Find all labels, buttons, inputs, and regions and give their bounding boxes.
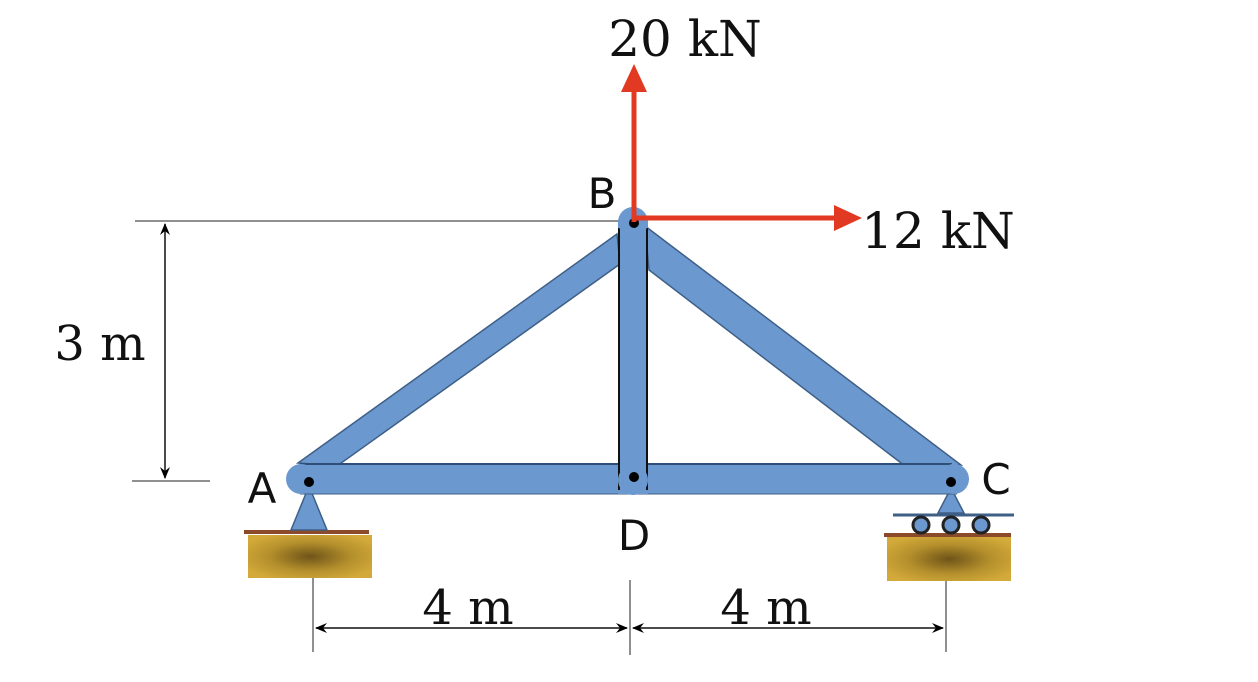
roller-1 xyxy=(911,515,931,535)
pin-c xyxy=(946,477,956,487)
ground-block-a xyxy=(248,535,372,578)
loads: 20 kN 12 kN xyxy=(608,10,1015,260)
node-label-b: B xyxy=(588,169,617,218)
node-labels: A B C D xyxy=(248,169,1011,560)
member-bc xyxy=(644,224,964,467)
node-label-a: A xyxy=(248,464,277,513)
roller-3 xyxy=(971,515,991,535)
pin-support-a xyxy=(244,484,372,578)
truss-members xyxy=(286,207,969,495)
node-label-c: C xyxy=(981,455,1010,504)
vertical-load-label: 20 kN xyxy=(608,10,762,68)
height-dimension: 3 m xyxy=(54,220,620,482)
vertical-load-arrow-head xyxy=(621,64,647,92)
height-label: 3 m xyxy=(54,316,145,372)
member-bd xyxy=(618,222,648,494)
node-label-d: D xyxy=(618,511,650,560)
roller-support-c xyxy=(884,486,1014,581)
horizontal-load-label: 12 kN xyxy=(861,202,1015,260)
ground-block-c xyxy=(887,537,1011,581)
member-ab xyxy=(295,232,621,467)
pin-d xyxy=(629,472,639,482)
roller-triangle-c xyxy=(936,486,966,514)
span-left-label: 4 m xyxy=(422,580,513,636)
horizontal-load-arrow-head xyxy=(834,205,862,231)
span-right-label: 4 m xyxy=(720,580,811,636)
roller-2 xyxy=(941,515,961,535)
pin-triangle-a xyxy=(289,484,329,531)
pin-a xyxy=(304,477,314,487)
span-dimensions: 4 m 4 m xyxy=(312,578,947,655)
